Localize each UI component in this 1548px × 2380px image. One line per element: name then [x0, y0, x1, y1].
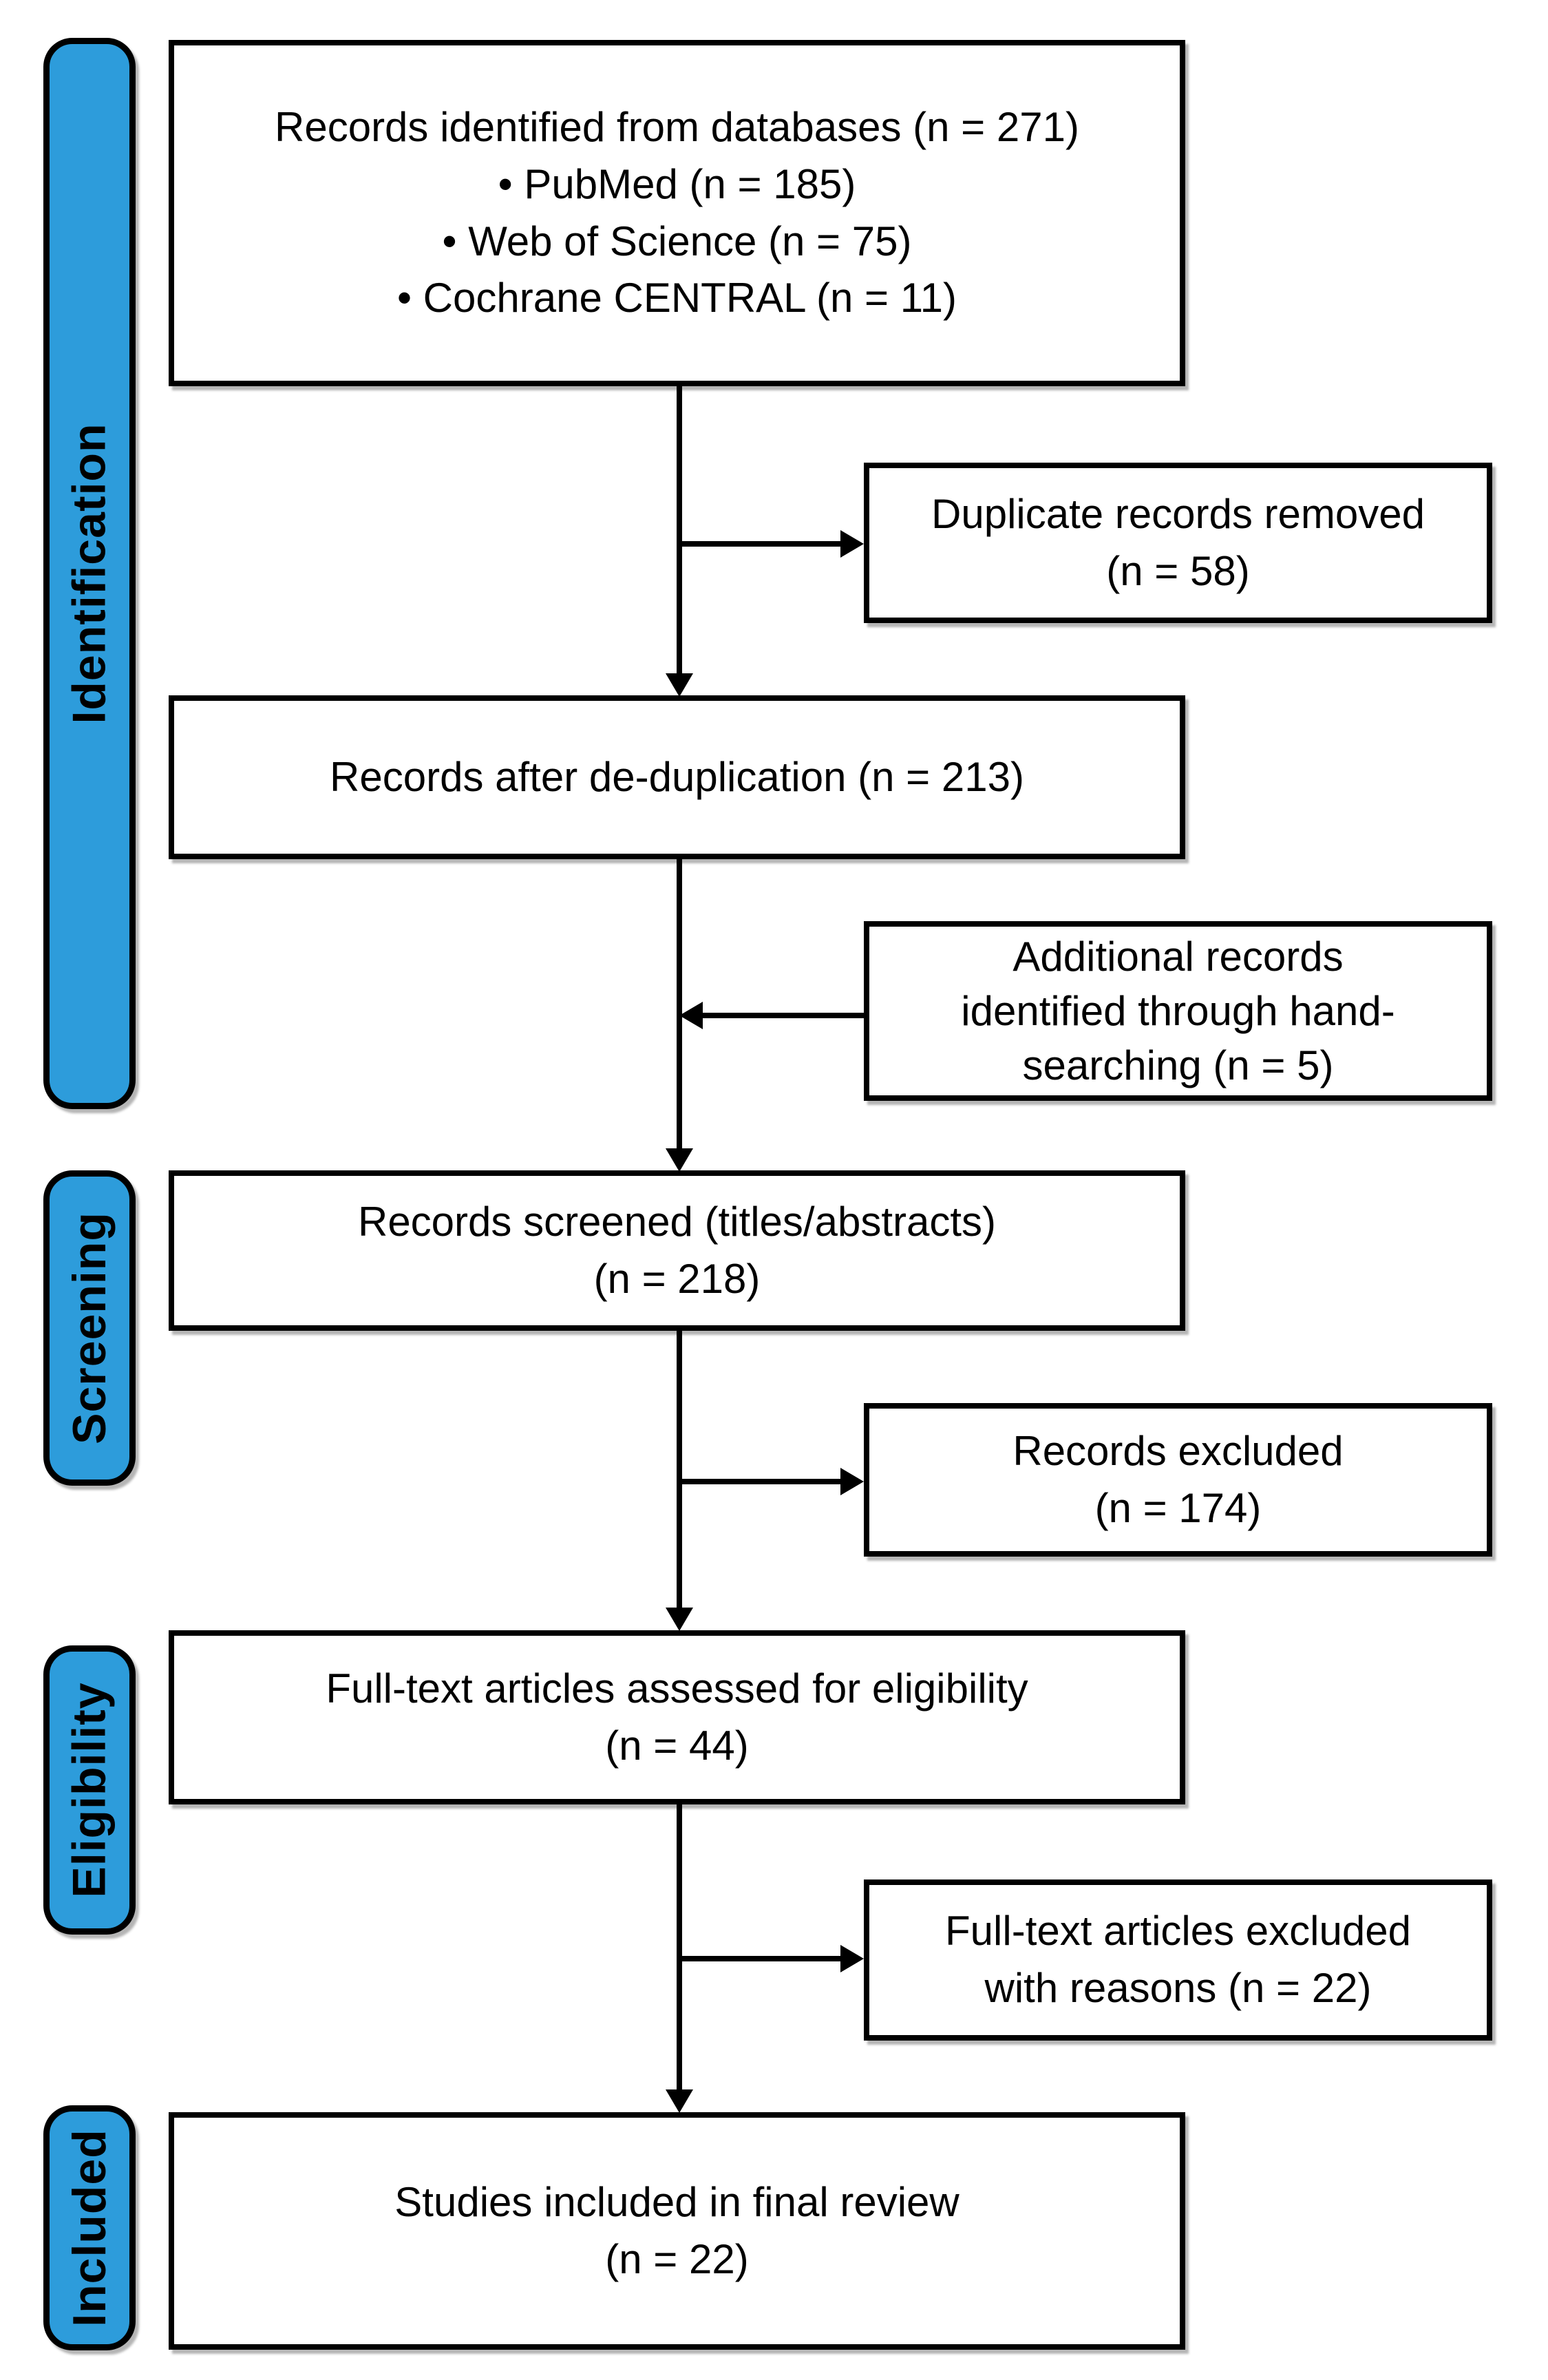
box-line: searching (n = 5) [1022, 1042, 1334, 1089]
box-line: Additional records [1012, 933, 1344, 980]
box-line: Records after de-duplication (n = 213) [330, 753, 1024, 800]
stage-bar-eligibility: Eligibility [43, 1645, 136, 1935]
stage-label-identification: Identification [63, 423, 116, 724]
box-line: (n = 218) [593, 1255, 761, 1302]
box-line: with reasons (n = 22) [984, 1965, 1372, 2011]
stage-bar-screening: Screening [43, 1170, 136, 1486]
box-studies-included: Studies included in final review (n = 22… [169, 2112, 1185, 2350]
stage-label-eligibility: Eligibility [63, 1682, 116, 1898]
box-line: (n = 22) [605, 2235, 749, 2282]
connector-line [677, 1804, 682, 2091]
arrowhead-down-icon [666, 1148, 693, 1172]
arrowhead-right-icon [840, 530, 864, 558]
box-records-excluded: Records excluded (n = 174) [864, 1403, 1492, 1557]
connector-line [679, 541, 842, 547]
connector-line [679, 1479, 842, 1484]
connector-line [701, 1013, 864, 1018]
arrowhead-down-icon [666, 673, 693, 697]
box-line: (n = 44) [605, 1722, 749, 1769]
box-line: (n = 58) [1106, 547, 1250, 594]
arrowhead-down-icon [666, 1608, 693, 1631]
box-line: • Web of Science (n = 75) [442, 218, 912, 264]
box-line: • Cochrane CENTRAL (n = 11) [397, 275, 957, 322]
box-line: Studies included in final review [394, 2178, 959, 2225]
box-line: Duplicate records removed [931, 490, 1425, 537]
box-records-screened: Records screened (titles/abstracts) (n =… [169, 1170, 1185, 1331]
stage-label-screening: Screening [63, 1212, 116, 1444]
box-line: Records excluded [1012, 1427, 1344, 1474]
box-line: Full-text articles assessed for eligibil… [326, 1665, 1028, 1712]
connector-line [677, 386, 682, 675]
box-fulltext-assessed: Full-text articles assessed for eligibil… [169, 1630, 1185, 1804]
arrowhead-down-icon [666, 2089, 693, 2113]
box-line: Records screened (titles/abstracts) [357, 1198, 996, 1245]
box-line: • PubMed (n = 185) [498, 160, 856, 207]
stage-bar-identification: Identification [43, 38, 136, 1109]
stage-bar-included: Included [43, 2105, 136, 2350]
connector-line [679, 1956, 842, 1961]
arrowhead-right-icon [840, 1468, 864, 1495]
box-hand-searching: Additional records identified through ha… [864, 921, 1492, 1101]
connector-line [677, 1331, 682, 1609]
box-records-identified: Records identified from databases (n = 2… [169, 40, 1185, 386]
box-line: Full-text articles excluded [945, 1908, 1411, 1955]
box-fulltext-excluded: Full-text articles excluded with reasons… [864, 1879, 1492, 2041]
box-line: Records identified from databases (n = 2… [275, 103, 1079, 150]
box-line: identified through hand- [961, 987, 1395, 1034]
arrowhead-left-icon [679, 1002, 703, 1029]
arrowhead-right-icon [840, 1945, 864, 1972]
box-duplicates-removed: Duplicate records removed (n = 58) [864, 463, 1492, 623]
box-records-after-dedup: Records after de-duplication (n = 213) [169, 695, 1185, 859]
stage-label-included: Included [63, 2129, 116, 2327]
box-line: (n = 174) [1094, 1484, 1262, 1531]
